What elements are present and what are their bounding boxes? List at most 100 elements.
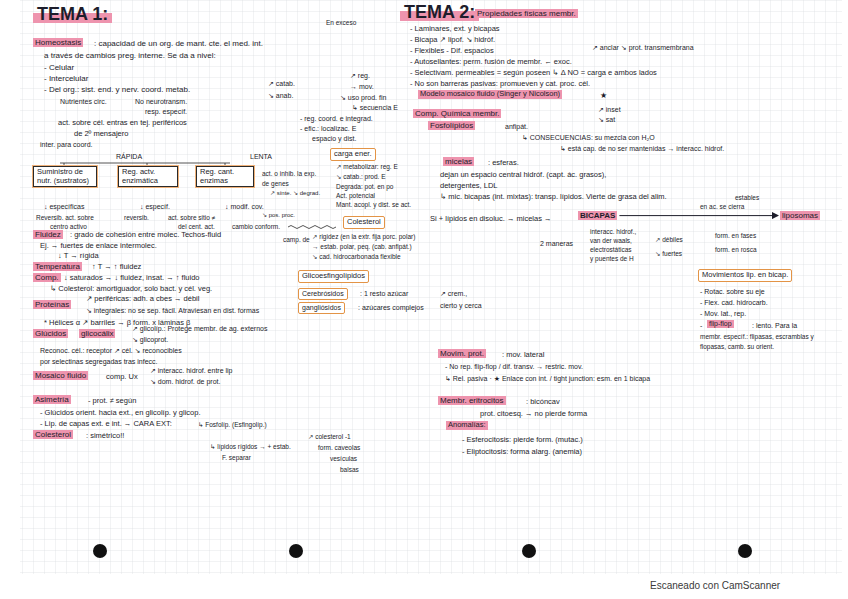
note-text: camp. de — [283, 236, 310, 243]
note-text: vesículas — [330, 455, 357, 462]
note-text: ↗ crem., — [440, 290, 467, 298]
highlighted-term: Comp. — [33, 273, 61, 282]
note-text: form. en rosca — [715, 246, 757, 253]
binder-hole — [289, 544, 303, 558]
note-text: - prot. ≠ según — [88, 397, 136, 406]
highlighted-term: flip-flop — [707, 320, 734, 328]
note-text: - Autosellantes: perm. fusión de membr. … — [410, 58, 572, 67]
highlighted-term: Homeostasis — [33, 38, 83, 47]
node-text: liposomas — [782, 211, 818, 220]
note-text: ↘ anab. — [268, 92, 293, 100]
note-text: - — [700, 322, 702, 330]
node-text: Asimetría — [35, 395, 69, 404]
node-text: Comp. Química membr. — [415, 109, 499, 118]
highlighted-term: Temperatura — [33, 262, 82, 271]
note-text: comp. Ux — [106, 373, 138, 382]
note-text: en ac. se cierra — [700, 203, 744, 210]
node-text: micelas — [445, 157, 472, 166]
heading-highlight: TEMA 1: — [33, 4, 112, 25]
note-text: inter. para coord. — [40, 141, 93, 149]
note-text: : azúcares complejos — [358, 304, 424, 312]
note-text: : lento. Para la — [752, 322, 797, 330]
note-text: cambio conform. — [232, 223, 280, 230]
highlighted-term: Fosfolípidos — [428, 121, 475, 130]
outlined-box: Movimientos lip. en bicap. — [698, 269, 792, 282]
note-text: ↳ secuencia E — [352, 104, 398, 112]
note-text: ↘ dom. hidrof. de prot. — [150, 378, 220, 386]
note-text: reversib. — [124, 214, 149, 221]
highlighted-term: Glúcidos — [33, 329, 68, 338]
note-text: electrostáticas — [590, 246, 632, 253]
note-text: ↘ uso prod. fin — [340, 94, 386, 102]
node-text: Mosaico fluido — [35, 371, 86, 380]
note-text: ↗ anclar ↘ prot. transmembrana — [592, 44, 694, 52]
node-text: Fluidez — [35, 230, 61, 239]
note-text: ↓ específ. — [140, 203, 170, 211]
highlighted-term: Mosaico fluido — [33, 371, 88, 380]
note-text: flopasas, camb. su orient. — [700, 343, 774, 350]
highlighted-term: Modelo mosaico fluido (Singer y Nicolson… — [418, 90, 562, 99]
node-text: BICAPAS — [580, 211, 615, 220]
outlined-box: Glicoesfingolípidos — [298, 270, 369, 283]
note-text: ↗ inset — [598, 106, 621, 114]
note-text: - Intercelular — [44, 74, 88, 83]
note-text: dejan un espacio central hidróf. (capt. … — [440, 171, 606, 180]
note-text: estables — [735, 194, 759, 201]
note-text: de 2º mensajero — [74, 130, 128, 139]
note-text: Act. potencial — [336, 192, 375, 199]
node-text: Reg. actv. enzimática — [122, 168, 174, 185]
note-text: Reconoc. cél.: receptor ↗ cél. ↘ reconoc… — [40, 347, 182, 355]
note-text: ↘ pos. proc. — [262, 212, 295, 219]
note-text: ↘ integrales: no se sep. fácil. Atravies… — [86, 307, 259, 315]
note-text: ↳ Colesterol: amortiguador, solo bact. y… — [50, 285, 212, 294]
node-text: Suministro de nutr. (sustratos) — [37, 168, 93, 185]
note-text: por selectinas segregadas tras infecc. — [40, 358, 158, 366]
note-text: form. caveolas — [318, 444, 360, 451]
note-text: cierto y cerca — [440, 302, 482, 310]
note-text: - reg. coord. e integrad. — [300, 115, 373, 123]
note-text: No neurotransm. — [135, 98, 187, 106]
note-text: → mov. — [350, 83, 374, 91]
note-text: : bicóncav — [526, 398, 560, 407]
highlighted-term: Propiedades físicas membr. — [475, 9, 578, 18]
note-text: centro activo — [50, 223, 87, 230]
node-text: Movim. prot. — [440, 349, 484, 358]
node-text: Homeostasis — [35, 38, 81, 47]
note-text: ↳ lípidos rígidos → + estab. — [210, 443, 291, 450]
note-text: - Celular — [44, 63, 74, 72]
node-text: Temperatura — [35, 262, 80, 271]
highlighted-term: Membr. eritrocitos — [438, 396, 506, 405]
highlighted-term: Anomalías: — [446, 421, 488, 430]
note-text: - Eliptocitosis: forma alarg. (anemia) — [462, 448, 582, 457]
binder-hole — [738, 544, 752, 558]
note-text: Si + lípidos en disoluc. → micelas → — [430, 215, 552, 224]
branch-line — [60, 163, 230, 164]
highlighted-term: Proteínas — [33, 300, 71, 309]
note-text: ↳ está cap. de no ser mantenidas → inter… — [560, 145, 724, 153]
note-text: y puentes de H — [590, 255, 634, 262]
note-text: - Flex. cad. hidrocarb. — [700, 299, 768, 307]
note-text: - Flexibles - Dif. espacios — [410, 47, 494, 56]
note-text: F. separar — [222, 454, 251, 461]
highlighted-term: Movim. prot. — [438, 349, 486, 358]
note-text: Ej. → fuertes de enlace intermolec. — [40, 242, 157, 251]
outlined-box: Cerebrósidos — [298, 288, 348, 300]
note-text: - Laminares, ext. y bicapas — [410, 25, 500, 34]
highlighted-term: liposomas — [780, 211, 820, 220]
note-text: : simétrico!! — [86, 432, 124, 441]
note-text: ↳ Fosfolíp. (Esfingolíp.) — [198, 421, 267, 428]
note-text: ↑ T → ↑ fluidez — [92, 263, 141, 272]
node-text: Cerebrósidos — [302, 290, 344, 298]
note-text: - Del org.: sist. end. y nerv. coord. me… — [44, 85, 190, 94]
note-text: - Bicapa ↗ lipof. ↘ hidróf. — [410, 36, 495, 45]
highlighted-term: BICAPAS — [578, 211, 617, 220]
note-text: - Mov. lat., rep. — [700, 310, 746, 318]
node-text: Glicoesfingolípidos — [302, 272, 365, 281]
heading-highlight: TEMA 2: — [400, 2, 479, 23]
node-text: Colesterol — [35, 430, 71, 439]
note-text: ★ — [600, 91, 607, 100]
highlighted-term: micelas — [443, 157, 474, 166]
outlined-box: Reg. cant. enzimas — [196, 166, 254, 187]
note-text: En exceso — [326, 19, 356, 26]
note-text: Escaneado con CamScanner — [650, 580, 780, 592]
